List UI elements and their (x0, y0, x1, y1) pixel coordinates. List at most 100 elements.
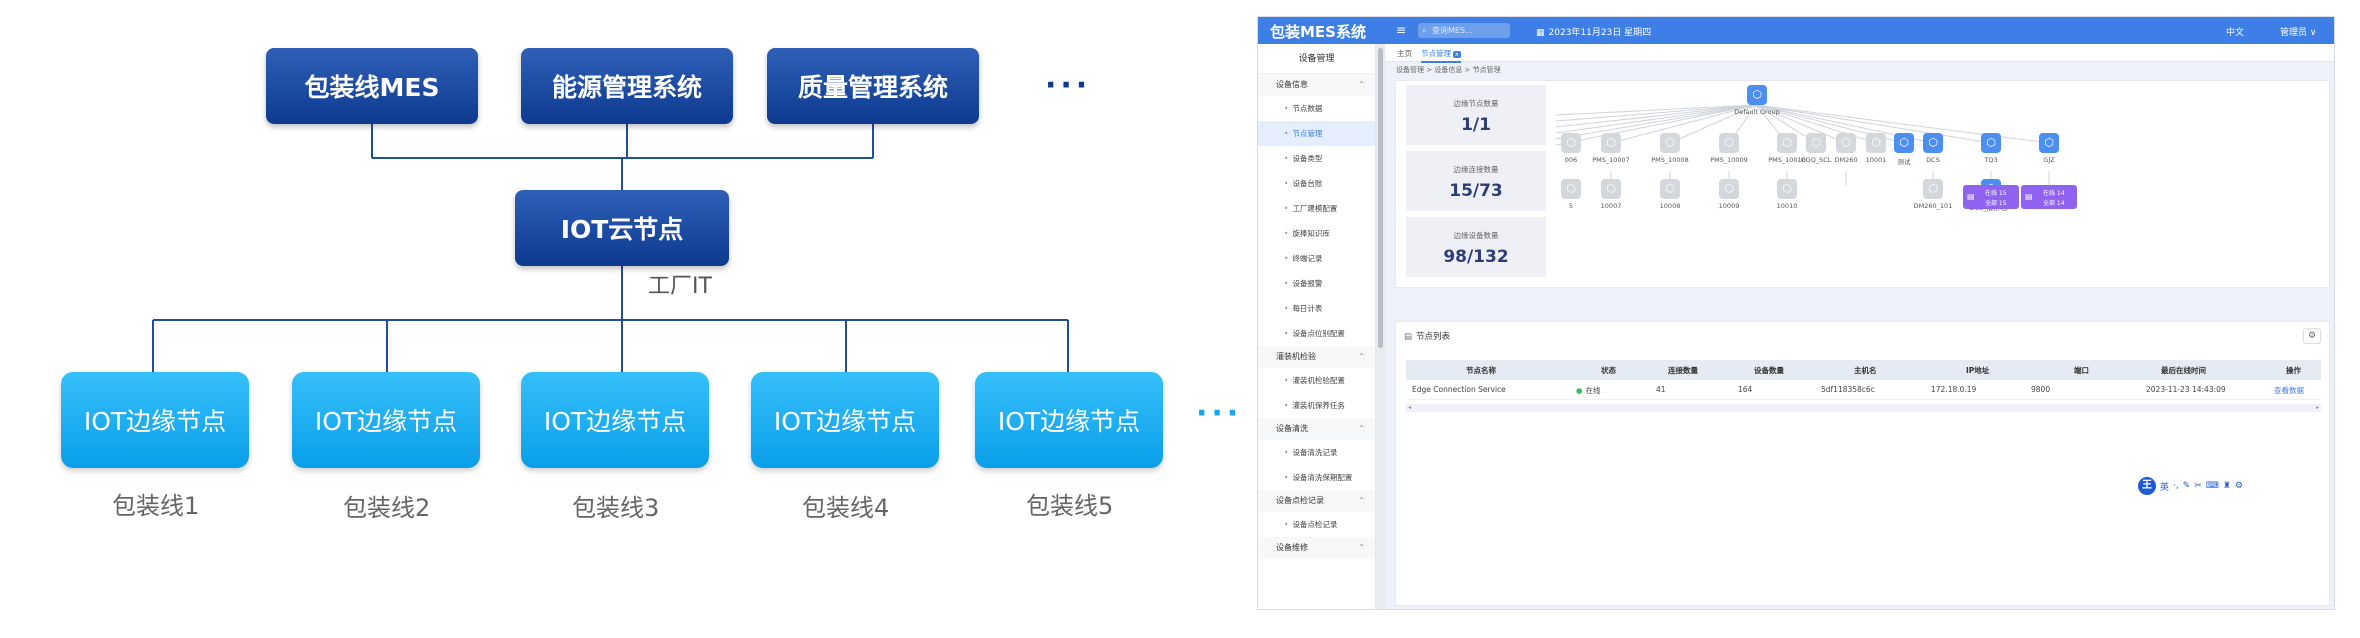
node-list-panel: ▤节点列表 ⚙ 节点名称 状态 连接数量 设备数量 主机名 IP地址 端口 最后… (1395, 321, 2330, 606)
node-cube-icon: ⬡ (1806, 133, 1826, 153)
more-edge-nodes-ellipsis: ··· (1196, 396, 1243, 431)
sidebar-item[interactable]: 设备清洗保期配置 (1258, 465, 1375, 490)
sidebar-group-maintenance[interactable]: 设备维修⌃ (1258, 537, 1375, 559)
chevron-up-icon: ⌃ (1358, 496, 1365, 505)
sidebar-item[interactable]: 设备点位别配置 (1258, 321, 1375, 346)
online-count: 在线 14 (2043, 190, 2065, 197)
stat-label: 边缘设备数量 (1453, 231, 1499, 240)
device-count-pill[interactable]: ▤ 在线 14 全部 14 (2021, 185, 2077, 209)
sidebar-group-cleaning[interactable]: 设备清洗⌃ (1258, 418, 1375, 440)
group-label: 设备点检记录 (1276, 496, 1324, 505)
search-placeholder: 查询MES... (1432, 26, 1473, 35)
pen-icon[interactable]: ✎ (2182, 481, 2191, 491)
sidebar-item[interactable]: 设备报警 (1258, 271, 1375, 296)
scrollbar-thumb[interactable] (1378, 48, 1383, 348)
column-header: 端口 (2074, 366, 2089, 375)
node-label: 10010 (1776, 202, 1798, 210)
list-icon: ▤ (1404, 332, 1413, 342)
sidebar-group-filler-check[interactable]: 灌装机检验⌃ (1258, 346, 1375, 368)
scroll-left-icon[interactable]: ◂ (1408, 404, 1412, 411)
topology-node[interactable]: ⬡DCS (1910, 133, 1956, 164)
sidebar-item[interactable]: 节点数据 (1258, 96, 1375, 121)
keyboard-icon[interactable]: ⌨ (2205, 481, 2219, 491)
ime-lang-toggle[interactable]: 英 (2160, 482, 2170, 493)
sidebar-item[interactable]: 终端记录 (1258, 246, 1375, 271)
topology-node[interactable]: ⬡10007 (1588, 179, 1634, 210)
search-input[interactable]: ⌕ 查询MES... (1418, 23, 1510, 38)
node-label: 5 (1568, 202, 1574, 210)
sidebar-item[interactable]: 每日计表 (1258, 296, 1375, 321)
sidebar-group-inspection[interactable]: 设备点检记录 ⌃ (1258, 490, 1375, 512)
column-header: 设备数量 (1754, 366, 1784, 375)
close-icon[interactable]: x (1453, 51, 1461, 58)
iot-cloud-node: IOT云节点 (515, 190, 729, 266)
ime-logo-icon[interactable]: 王 (2138, 477, 2156, 495)
topology-node[interactable]: ⬡10001 (1853, 133, 1899, 164)
sidebar-item[interactable]: 设备清洗记录 (1258, 440, 1375, 465)
line-label-3: 包装线3 (572, 494, 660, 522)
horizontal-scrollbar[interactable]: ◂▸ (1406, 404, 2321, 412)
topology-node[interactable]: ⬡ PMS_10007 (1588, 133, 1634, 164)
cell-last-online: 2023-11-23 14:43:09 (2146, 385, 2226, 394)
topology-node[interactable]: ⬡PMS_10009 (1706, 133, 1752, 164)
sidebar-item-active[interactable]: 节点管理 (1258, 121, 1375, 146)
settings-gear-icon[interactable]: ⚙ (2303, 328, 2321, 344)
sidebar-item[interactable]: 设备点检记录 (1258, 512, 1375, 537)
sidebar-item[interactable]: 灌装机保养任务 (1258, 393, 1375, 418)
top-bar: 包装MES系统 ≡ ⌕ 查询MES... ▦2023年11月23日 星期四 中文… (1258, 17, 2334, 44)
node-cube-icon: ⬡ (1777, 179, 1797, 199)
node-label: 006 (1564, 156, 1578, 164)
topology-node[interactable]: ⬡10009 (1706, 179, 1752, 210)
system-box-quality-management: 质量管理系统 (767, 48, 979, 124)
tab-home[interactable]: 主页 (1397, 49, 1412, 58)
sidebar-item[interactable]: 灌装机检验配置 (1258, 368, 1375, 393)
sidebar-scrollbar[interactable] (1376, 44, 1385, 609)
menu-icon[interactable]: ≡ (1396, 23, 1407, 37)
topology-node[interactable]: ⬡006 (1548, 133, 1594, 164)
node-cube-icon: ⬡ (1601, 133, 1621, 153)
sidebar-item[interactable]: 设备类型 (1258, 146, 1375, 171)
node-label: DM260 (1834, 156, 1858, 164)
scissors-icon[interactable]: ✂ (2194, 481, 2202, 491)
device-count-pill[interactable]: ▤ 在线 15 全部 15 (1963, 185, 2019, 209)
sidebar-header: 设备管理 (1258, 44, 1375, 74)
gear-icon[interactable]: ⚙ (2234, 481, 2243, 491)
sidebar-item[interactable]: 旋棒知识库 (1258, 221, 1375, 246)
scroll-right-icon[interactable]: ▸ (2315, 404, 2319, 411)
chevron-up-icon: ⌃ (1358, 80, 1365, 89)
topology-node[interactable]: ⬡DM260 (1823, 133, 1869, 164)
stat-value: 15/73 (1449, 181, 1503, 201)
app-title: 包装MES系统 (1270, 23, 1366, 41)
punctuation-icon[interactable]: ·, (2173, 481, 2179, 491)
topology-node[interactable]: ⬡10008 (1647, 179, 1693, 210)
sidebar-group-device-info[interactable]: 设备信息⌃ (1258, 74, 1375, 96)
topology-node[interactable]: ⬡GGQ_SCL (1793, 133, 1839, 164)
node-label: 10007 (1600, 202, 1622, 210)
topology-node[interactable]: ⬡GJZ (2026, 133, 2072, 164)
sidebar: 设备管理 设备信息⌃ 节点数据 节点管理 设备类型 设备台账 工厂建模配置 旋棒… (1258, 44, 1376, 609)
language-switch[interactable]: 中文 (2226, 28, 2245, 38)
sidebar-item[interactable]: 工厂建模配置 (1258, 196, 1375, 221)
chevron-up-icon: ⌃ (1358, 424, 1365, 433)
node-cube-icon: ⬡ (1747, 85, 1767, 105)
topology-node[interactable]: ⬡TQ3 (1968, 133, 2014, 164)
user-menu[interactable]: 管理员 ∨ (2280, 28, 2317, 38)
sidebar-item[interactable]: 设备台账 (1258, 171, 1375, 196)
node-cube-icon: ⬡ (1923, 133, 1943, 153)
column-header: 主机名 (1854, 366, 1877, 375)
topology-node[interactable]: ⬡PMS_10008 (1647, 133, 1693, 164)
topology-node[interactable]: ⬡ 10010 (1764, 179, 1810, 210)
table-row[interactable]: Edge Connection Service ●在线 41 164 5df11… (1406, 380, 2321, 400)
node-label: PMS_10007 (1592, 156, 1630, 164)
topology-node[interactable]: ⬡测试 (1881, 133, 1927, 166)
cell-port: 9800 (2031, 385, 2051, 394)
topology-node[interactable]: ⬡5 (1548, 179, 1594, 210)
shirt-icon[interactable]: ♜ (2222, 481, 2231, 491)
topology-root-node[interactable]: ⬡ Default Group (1732, 85, 1782, 116)
connector-lines (152, 124, 1069, 372)
view-data-link[interactable]: 查看数据 (2274, 386, 2304, 395)
topology-node[interactable]: ⬡DM260_101 (1910, 179, 1956, 210)
topology-node[interactable]: ⬡PMS_10010 (1764, 133, 1810, 164)
